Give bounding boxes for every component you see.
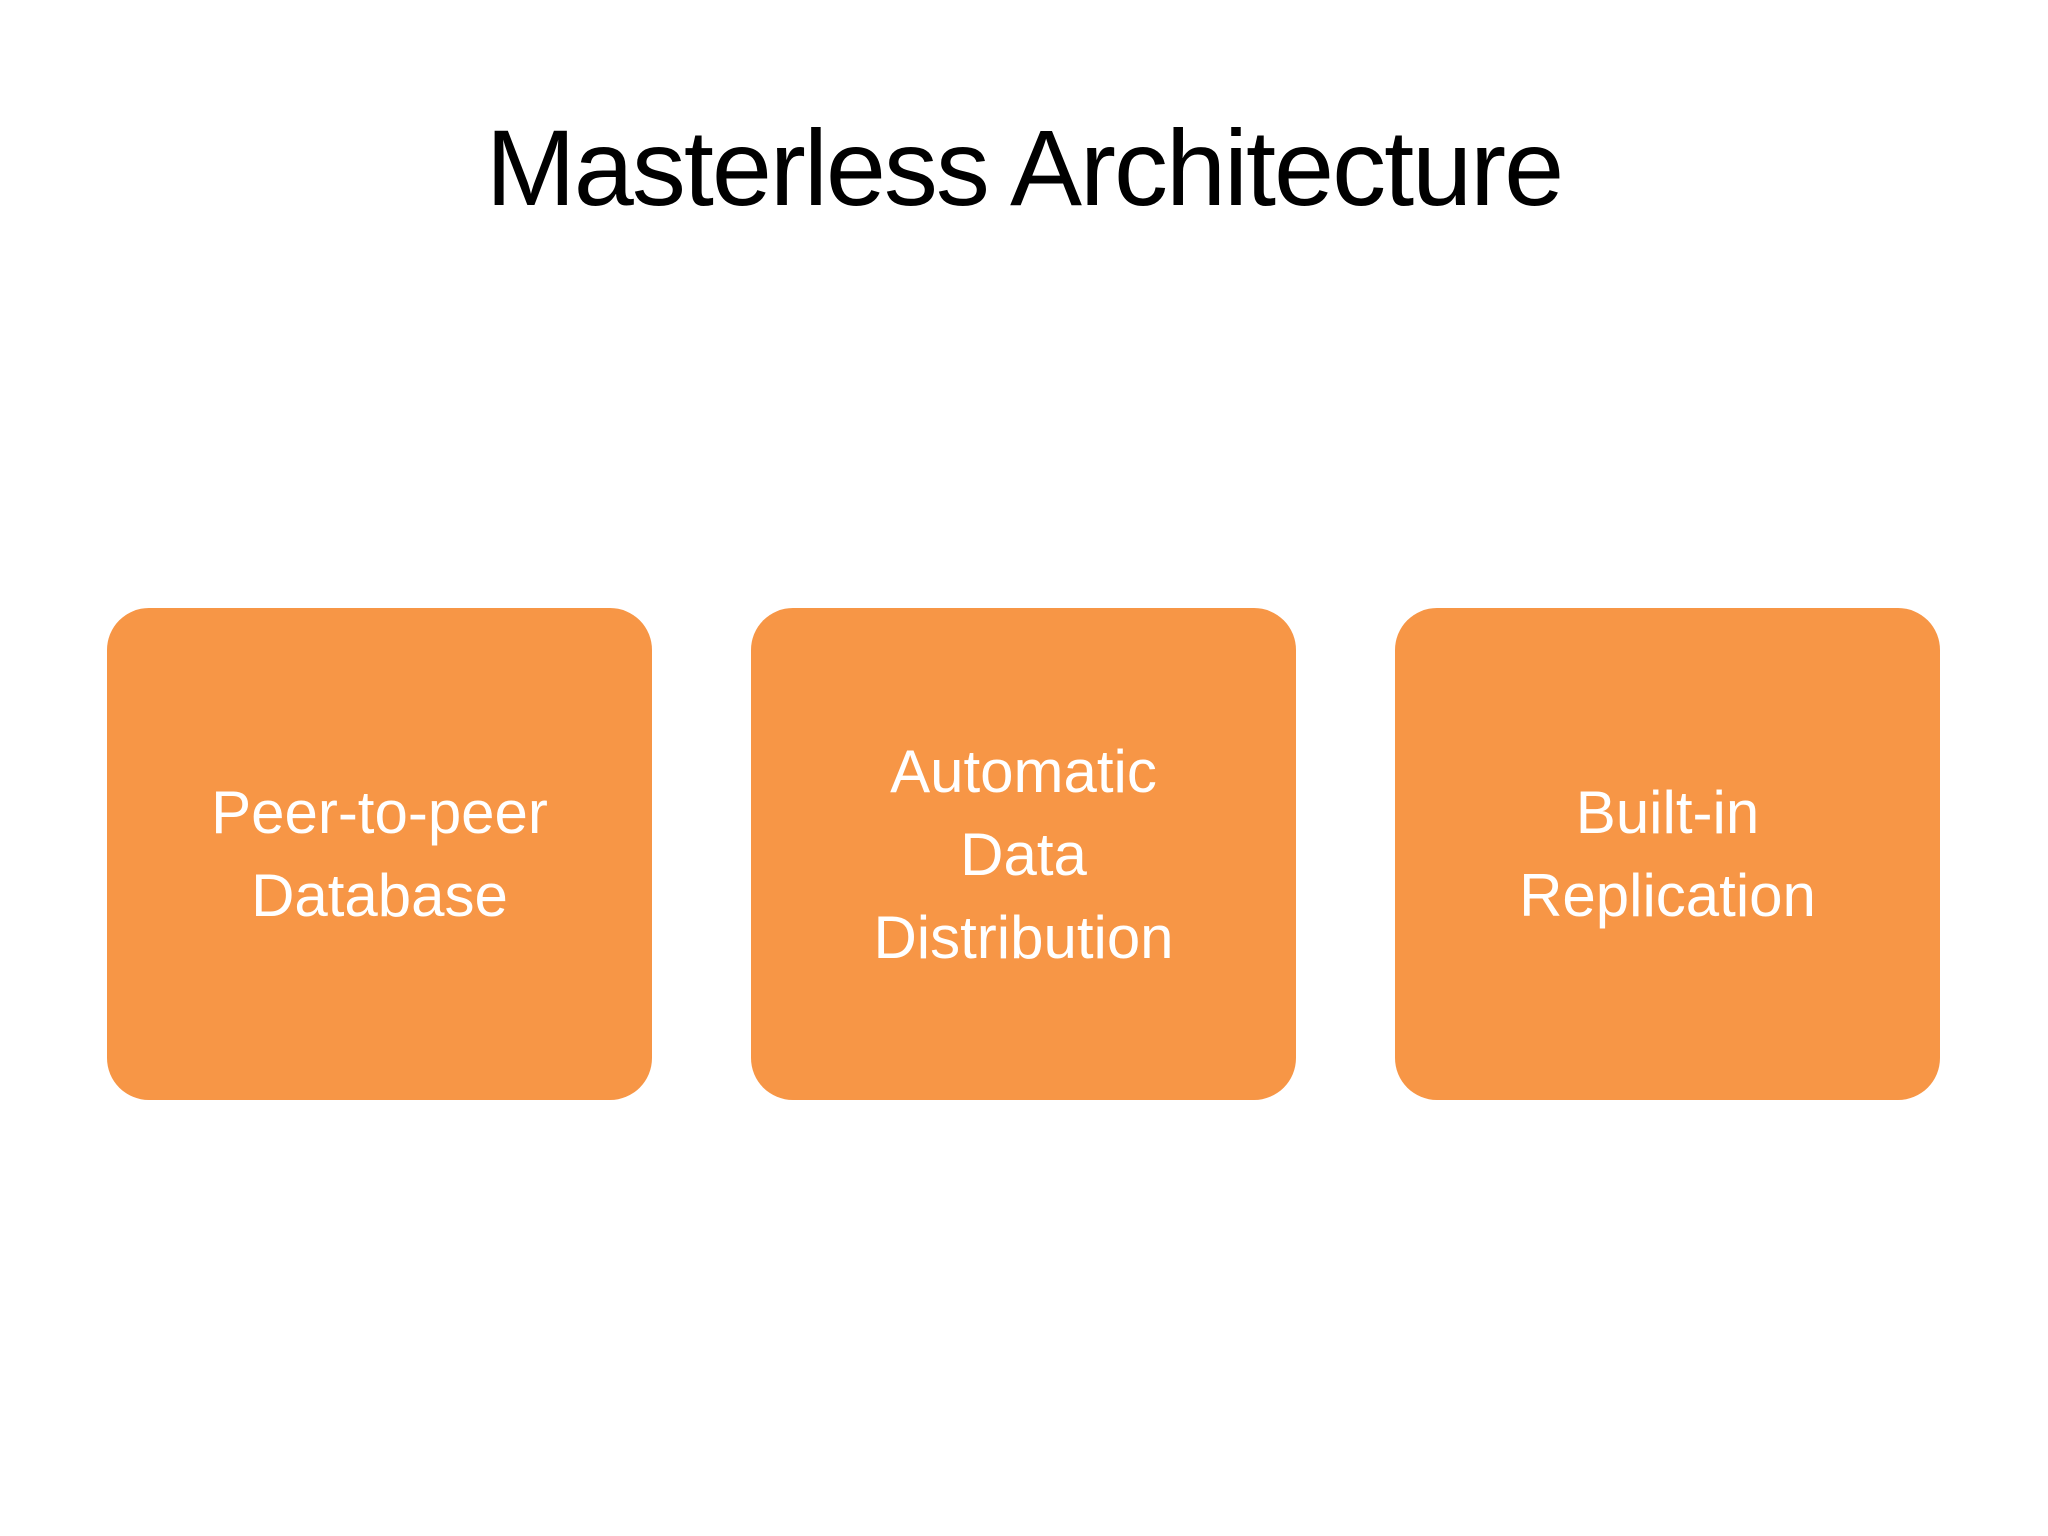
feature-box-row: Peer-to-peer Database Automatic Data Dis… <box>107 608 1941 1100</box>
slide-title: Masterless Architecture <box>485 107 1564 228</box>
feature-box-label: Built-in Replication <box>1519 779 1816 929</box>
feature-box-label: Peer-to-peer Database <box>211 779 548 929</box>
feature-box-label: Automatic Data Distribution <box>873 737 1174 971</box>
feature-box-automatic-data-distribution: Automatic Data Distribution <box>751 608 1296 1100</box>
feature-box-built-in-replication: Built-in Replication <box>1395 608 1940 1100</box>
feature-box-peer-to-peer-database: Peer-to-peer Database <box>107 608 652 1100</box>
